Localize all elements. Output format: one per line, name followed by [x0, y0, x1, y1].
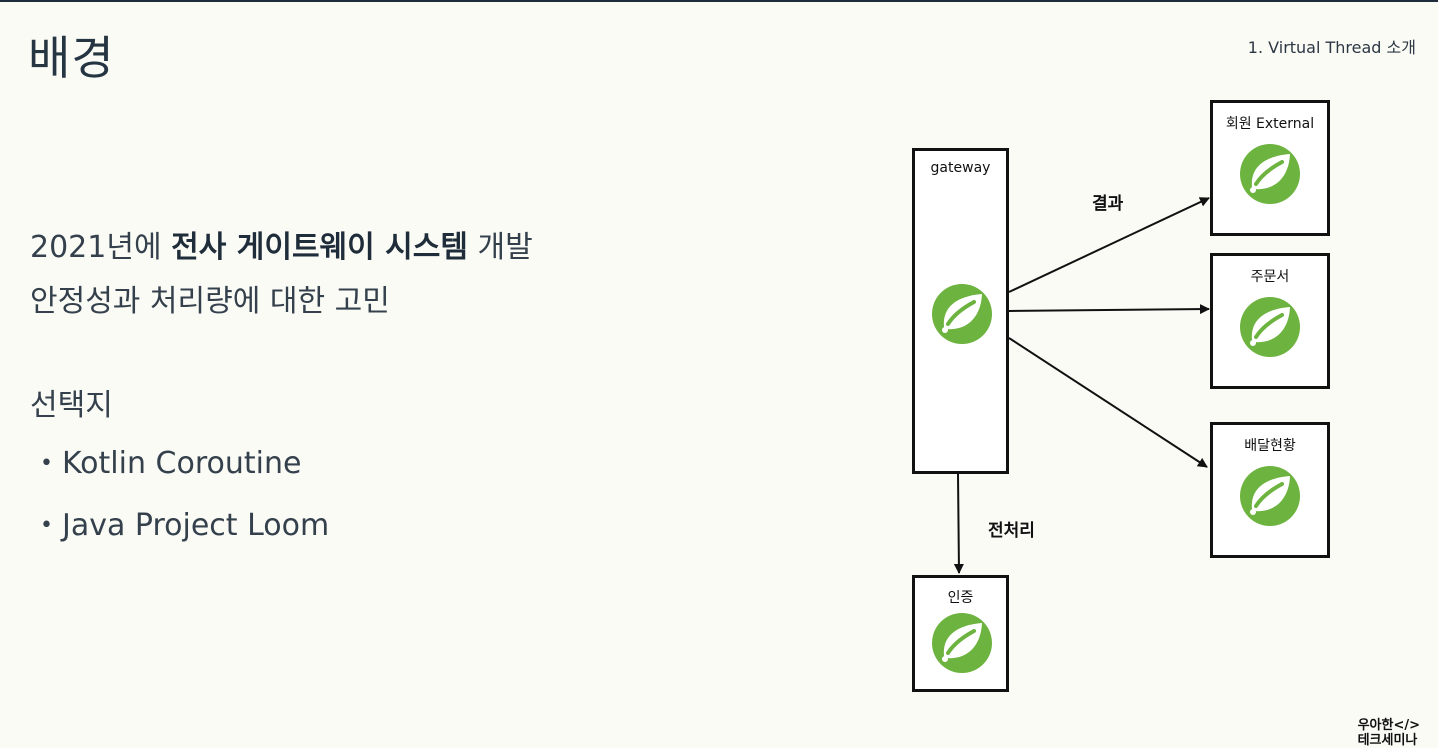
spring-leaf-icon: [1240, 297, 1300, 357]
intro-line-1-suffix: 개발: [467, 230, 533, 265]
order-box: 주문서: [1210, 253, 1330, 389]
delivery-label: 배달현황: [1244, 438, 1296, 454]
arrow-gateway-to-delivery: [1008, 337, 1208, 468]
delivery-box: 배달현황: [1210, 422, 1330, 558]
auth-box: 인증: [912, 575, 1009, 692]
arrow-gateway-to-auth: [953, 473, 964, 574]
arrow-gateway-to-order: [1008, 304, 1210, 315]
option-item: • Java Project Loom: [40, 506, 329, 546]
gateway-label: gateway: [930, 160, 991, 176]
bullet-icon: •: [40, 451, 53, 476]
member-box: 회원 External: [1210, 100, 1330, 236]
order-label: 주문서: [1250, 269, 1290, 285]
option-item: • Kotlin Coroutine: [40, 444, 301, 484]
options-heading: 선택지: [30, 388, 113, 423]
brand-line-2: 테크세미나: [1357, 733, 1418, 748]
arrow-gateway-to-member: [1008, 197, 1210, 293]
edge-label-result: 결과: [1092, 194, 1124, 214]
option-item-label: Java Project Loom: [62, 508, 330, 543]
member-label: 회원 External: [1225, 116, 1315, 132]
top-rule: [0, 0, 1438, 2]
intro-line-1-emphasis: 전사 게이트웨이 시스템: [171, 230, 468, 265]
slide-title: 배경: [28, 31, 115, 85]
brand-line-1: 우아한</>: [1357, 718, 1420, 733]
intro-line-2: 안정성과 처리량에 대한 고민: [30, 284, 390, 319]
option-item-label: Kotlin Coroutine: [62, 446, 302, 481]
gateway-box: gateway: [912, 148, 1009, 474]
bullet-icon: •: [40, 513, 53, 538]
brand-logo: 우아한</> 테크세미나: [1358, 718, 1420, 748]
section-label: 1. Virtual Thread 소개: [1247, 38, 1416, 57]
intro-line-1: 2021년에 전사 게이트웨이 시스템 개발: [30, 228, 533, 268]
intro-line-1-prefix: 2021년에: [30, 230, 172, 265]
spring-leaf-icon: [932, 284, 992, 344]
edge-label-preprocess: 전처리: [988, 521, 1035, 541]
auth-label: 인증: [947, 590, 974, 606]
spring-leaf-icon: [932, 613, 992, 673]
spring-leaf-icon: [1240, 144, 1300, 204]
spring-leaf-icon: [1240, 466, 1300, 526]
